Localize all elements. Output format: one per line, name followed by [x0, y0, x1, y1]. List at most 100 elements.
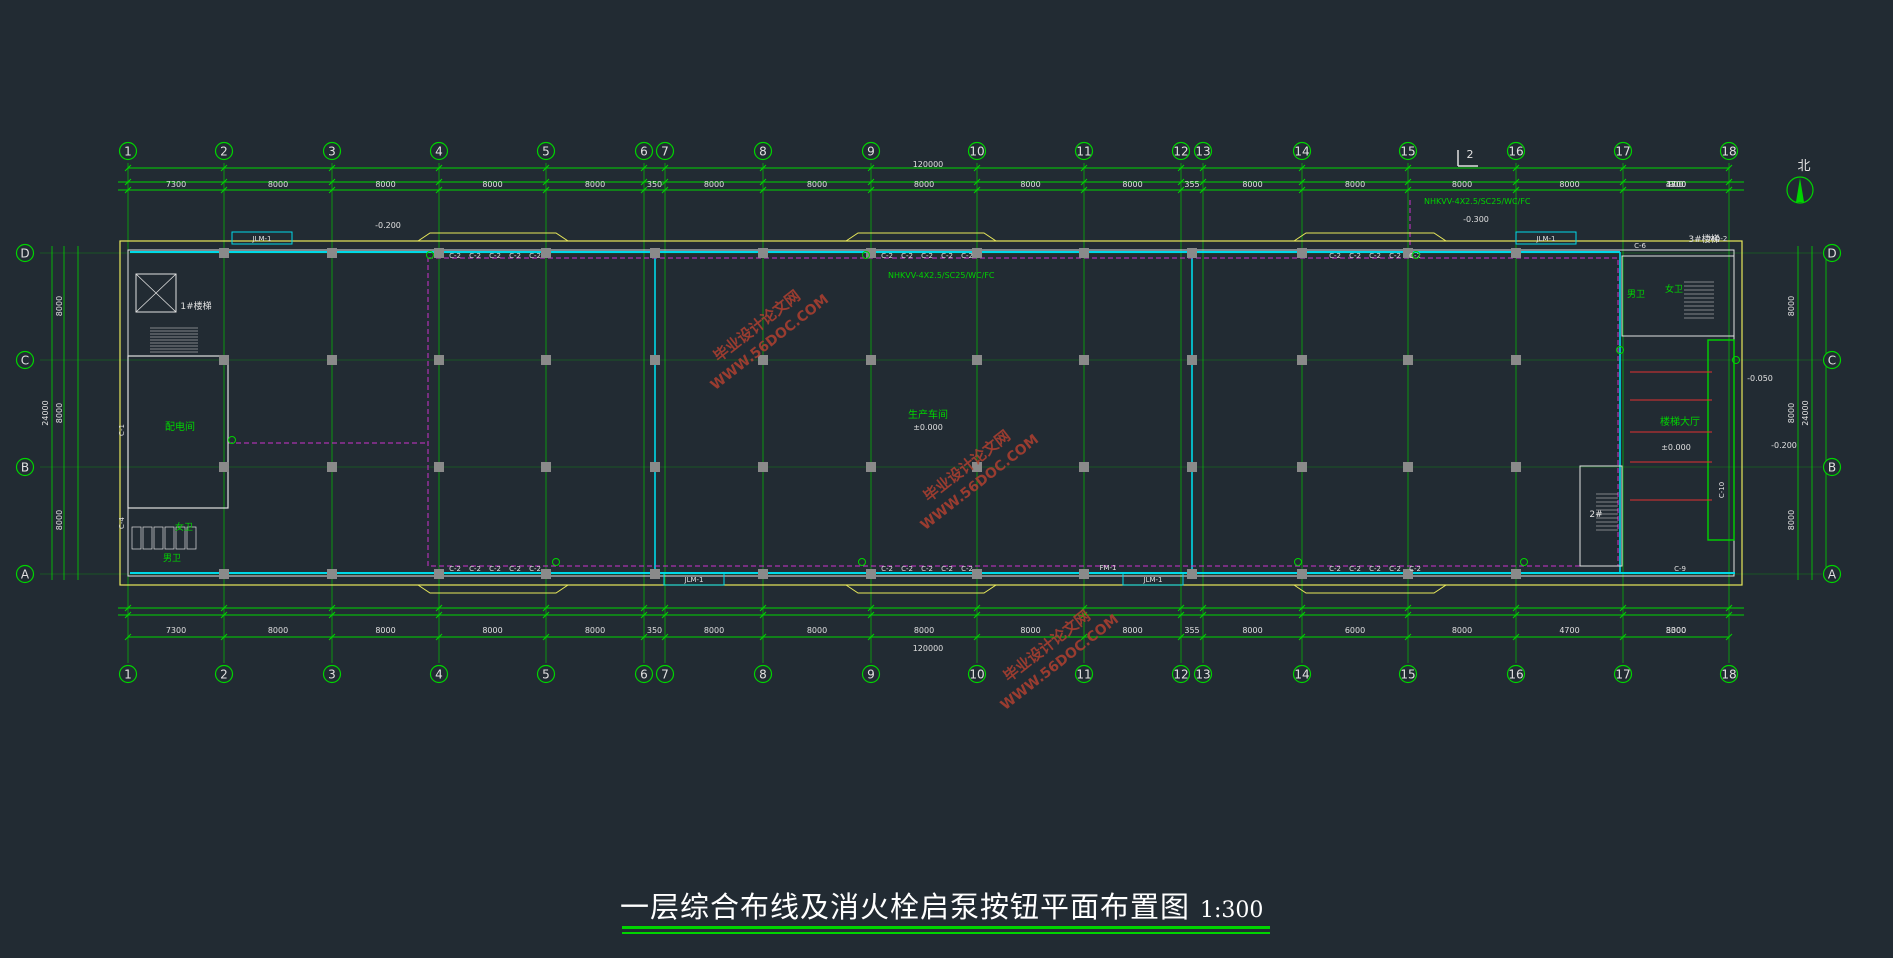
dim-text-right: 8000	[1787, 296, 1796, 316]
axis-bubble-col-label: 7	[661, 145, 669, 159]
bay-top	[416, 232, 570, 242]
axis-bubble-row-label: B	[21, 461, 29, 475]
dim-tick	[1199, 633, 1207, 641]
axis-bubble-col	[118, 664, 138, 684]
axis-bubble-col	[1613, 664, 1633, 684]
axis-bubble-col-label: 5	[542, 145, 550, 159]
dim-text-top: 8000	[482, 180, 502, 189]
dim-tick	[973, 604, 981, 612]
hydrant-button	[1732, 356, 1740, 364]
dim-tick	[1619, 186, 1627, 194]
title-underline	[622, 926, 1270, 929]
window-label-top: C-2	[961, 252, 973, 260]
axis-bubble-col-label: 14	[1294, 145, 1309, 159]
axis-bubble-col-label: 9	[867, 145, 875, 159]
dim-text-bottom: 8000	[585, 626, 605, 635]
dim-text-top: 8000	[1020, 180, 1040, 189]
axis-bubble-col	[655, 664, 675, 684]
door-label: JLM-1	[1536, 235, 1556, 243]
axis-bubble-col-label: 2	[220, 668, 228, 682]
bay-top	[1292, 232, 1448, 242]
toilet-stall	[186, 526, 197, 550]
window-label-top: C-2	[489, 252, 501, 260]
structural-column	[1403, 355, 1413, 365]
dim-tick	[1080, 178, 1088, 186]
hydrant-button	[1616, 346, 1624, 354]
dim-tick	[1080, 186, 1088, 194]
title-underline-thin	[622, 932, 1270, 934]
structural-column	[866, 569, 876, 579]
axis-bubble-col-label: 9	[867, 668, 875, 682]
bay-bottom	[844, 584, 998, 594]
bay-bottom	[1292, 584, 1448, 594]
dim-tick	[640, 164, 648, 172]
structural-column	[1297, 355, 1307, 365]
window-label-bottom: C-2	[961, 565, 973, 573]
axis-bubble-col-label: 14	[1294, 668, 1309, 682]
axis-bubble-col	[1074, 664, 1094, 684]
dim-tick	[124, 633, 132, 641]
dim-tick	[1725, 178, 1733, 186]
axis-bubble-col	[753, 141, 773, 161]
axis-bubble-col-label: 6	[640, 668, 648, 682]
axis-bubble-col-label: 2	[220, 145, 228, 159]
dim-tick	[1725, 164, 1733, 172]
dim-tick	[1177, 178, 1185, 186]
north-arrow-circle	[1786, 176, 1814, 204]
structural-column	[650, 569, 660, 579]
axis-bubble-col	[322, 664, 342, 684]
axis-bubble-col	[1171, 664, 1191, 684]
dim-tick	[973, 633, 981, 641]
dim-tick	[1512, 186, 1520, 194]
axis-bubble-row-label: D	[20, 247, 29, 261]
hydrant-button	[1412, 251, 1420, 259]
structural-column	[1403, 248, 1413, 258]
dim-tick	[542, 633, 550, 641]
structural-column	[972, 248, 982, 258]
door-frame	[1515, 231, 1577, 245]
axis-bubble-col-label: 15	[1400, 668, 1415, 682]
dim-tick	[973, 164, 981, 172]
dim-text-top: 8000	[585, 180, 605, 189]
dim-tick	[435, 164, 443, 172]
level-mark: -0.200	[375, 221, 401, 230]
dim-text-top: 8000	[704, 180, 724, 189]
axis-bubble-col	[536, 141, 556, 161]
dim-tick	[1725, 611, 1733, 619]
axis-bubble-col	[1719, 664, 1739, 684]
dim-text-top: 8000	[1122, 180, 1142, 189]
dim-tick	[759, 611, 767, 619]
dim-text-top: 4700	[1666, 180, 1686, 189]
structural-column	[758, 248, 768, 258]
dim-tick	[1298, 178, 1306, 186]
axis-bubble-col-label: 4	[435, 668, 443, 682]
dim-text-bottom: 8000	[1122, 626, 1142, 635]
structural-column	[1511, 569, 1521, 579]
dim-tick	[220, 604, 228, 612]
axis-bubble-col	[1292, 664, 1312, 684]
dim-text-left: 8000	[55, 510, 64, 530]
axis-bubble-row	[15, 243, 35, 263]
dim-tick	[867, 611, 875, 619]
dim-tick	[1177, 633, 1185, 641]
room-lobby-level: ±0.000	[1661, 443, 1691, 452]
door-frame	[231, 231, 293, 245]
dim-tick	[1512, 604, 1520, 612]
dim-tick	[435, 611, 443, 619]
structural-column	[1297, 248, 1307, 258]
window-label-top: C-2	[1409, 252, 1421, 260]
axis-bubble-col	[634, 664, 654, 684]
dim-tick	[1512, 178, 1520, 186]
axis-bubble-col	[1074, 141, 1094, 161]
dim-text-top: 8000	[1559, 180, 1579, 189]
structural-column	[866, 462, 876, 472]
axis-bubble-col-label: 4	[435, 145, 443, 159]
axis-bubble-col	[1506, 141, 1526, 161]
dim-tick	[759, 633, 767, 641]
dim-tick	[867, 604, 875, 612]
axis-bubble-row-label: D	[1827, 247, 1836, 261]
dim-tick	[1199, 178, 1207, 186]
axis-bubble-col	[429, 141, 449, 161]
